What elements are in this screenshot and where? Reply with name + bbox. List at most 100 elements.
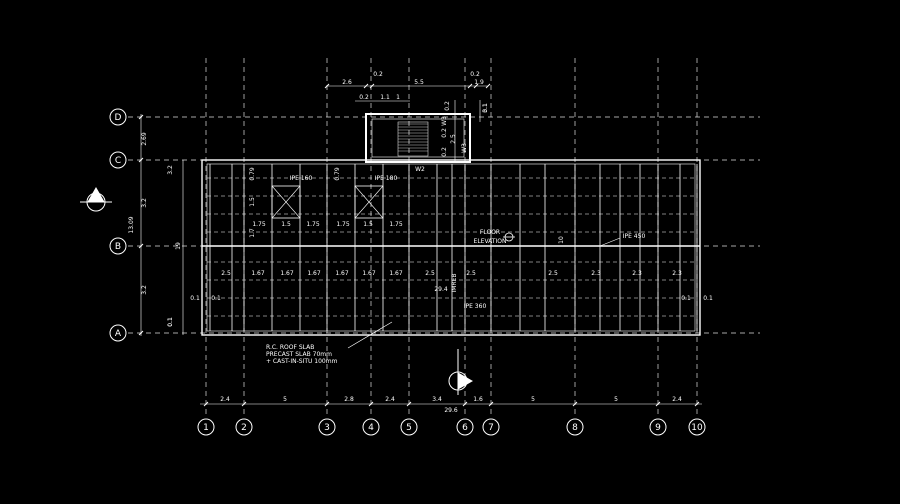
dim-top-6: 0.2 [359,94,369,101]
column-bubble-1: 1 [197,418,215,436]
rib-low-1: 2.5 [221,270,231,277]
dim-left-total: 13.09 [128,216,135,233]
slab-note-line-3: + CAST-IN-SITU 100mm [266,358,338,365]
dim-bottom-3: 2.8 [344,396,354,403]
rib-up-3: 1.75 [306,221,320,228]
edge-marks: 0.1 0.1 0.1 0.1 0.1 10 3.1 [167,103,713,327]
row-bubble-b: B [109,237,127,255]
dim-tick-bottom-9 [694,401,700,407]
column-bubble-8: 8 [566,418,584,436]
dim-top-8: 1 [396,94,400,101]
dim-tick-bottom-6 [488,401,494,407]
dim-top-7: 1.1 [380,94,390,101]
svg-text:9: 9 [655,423,661,433]
rib-low-9: 2.5 [466,270,476,277]
svg-text:4: 4 [368,423,374,433]
edge-right-2: 0.1 [703,295,713,302]
top-dimension-texts: 2.6 0.2 5.5 0.2 1.9 0.2 1.1 1 0.2 0.1 [342,71,489,113]
dim-top-10: 0.1 [482,103,489,113]
svg-text:B: B [115,242,121,252]
column-bubble-6: 6 [456,418,474,436]
dim-bottom-8: 5 [614,396,618,403]
slab-note-line-2: PRECAST SLAB 70mm [266,351,332,358]
rib-low-13: 2.3 [672,270,682,277]
dim-tick-top-2 [369,83,375,89]
dim-tick-bottom-1 [241,401,247,407]
svg-text:8: 8 [572,423,578,433]
dim-top-3: 5.5 [414,79,424,86]
rib-vert-2: 1.5 [249,197,256,207]
lower-rib-dimensions: 2.5 1.67 1.67 1.67 1.67 1.67 1.67 2.5 2.… [221,270,682,277]
column-bubble-4: 4 [362,418,380,436]
dim-tick-top-0 [324,83,330,89]
svg-text:A: A [115,329,122,339]
rib-low-2: 1.67 [251,270,265,277]
label-ipe-360: IPE 360 [464,303,487,310]
edge-right-1: 0.1 [681,295,691,302]
svg-text:C: C [115,156,121,166]
dim-bottom-1: 2.4 [220,396,230,403]
dim-left-2: 3.2 [141,198,148,208]
label-elevation: ELEVATION [474,238,507,245]
label-dims-mid: 29.4 [434,286,448,293]
dim-tick-left-3 [138,330,144,336]
stair-w2: W2 [415,166,425,173]
opening-cross-b-0 [271,185,301,219]
grid-lines [128,58,760,418]
stair-dim-a: 0.2 [441,128,448,138]
dim-bottom-5: 3.4 [432,396,442,403]
col-mark-2: 10 [558,236,565,244]
label-floor: FLOOR [480,229,500,236]
dim-left-inner: 19 [175,242,182,250]
opening-cross-b-1 [354,185,384,219]
dim-left-4: 0.1 [167,317,174,327]
rib-vert-4: 0.79 [334,167,341,181]
col-mark-3: 3.1 [482,103,489,113]
dim-left-1: 2.69 [141,132,148,146]
slab-note: R.C. ROOF SLAB PRECAST SLAB 70mm + CAST-… [266,344,338,365]
dim-tick-bottom-8 [655,401,661,407]
stair-flight [397,121,429,157]
member-labels: IPE 160 IPE 180 IPE 450 IPE 360 FLOOR EL… [290,175,646,310]
rib-vert-3: 1.7 [249,228,256,238]
section-symbol-bottom [448,349,474,395]
dim-tick-bottom-0 [203,401,209,407]
slab-structure [201,113,701,336]
dim-tick-left-2 [138,243,144,249]
svg-text:3: 3 [324,423,330,433]
col-mark-1: 0.1 [167,317,174,327]
dim-tick-left-1 [138,157,144,163]
stair-inner [371,118,465,158]
dim-bottom-6: 1.6 [473,396,483,403]
left-dimension-texts: 2.69 3.2 3.2 0.1 13.09 19 3.2 [128,132,182,327]
rib-up-1: 1.75 [252,221,266,228]
rib-low-8: 2.5 [425,270,435,277]
rib-low-3: 1.67 [280,270,294,277]
dim-tick-bottom-4 [406,401,412,407]
dim-bottom-total: 29.6 [444,407,458,414]
rib-up-5: 1.5 [363,221,373,228]
stair-block [365,113,471,163]
column-grid-bubbles: 1 2 3 4 5 6 7 8 9 10 [197,418,706,436]
dim-tick-bottom-3 [368,401,374,407]
dim-top-4: 0.2 [470,71,480,78]
column-bubble-3: 3 [318,418,336,436]
dim-tick-top-3 [467,83,473,89]
svg-text:10: 10 [691,423,703,433]
elevation-marker [503,232,515,242]
rib-low-6: 1.67 [362,270,376,277]
dim-left-3: 3.2 [141,285,148,295]
opening-1 [354,185,384,219]
row-bubble-a: A [109,324,127,342]
slab-note-leader [347,321,393,349]
column-bubble-10: 10 [688,418,706,436]
dim-tick-left-0 [138,114,144,120]
dim-top-5: 1.9 [474,79,484,86]
ipe-450-leader [599,237,621,247]
svg-text:D: D [115,113,122,123]
rib-low-10: 2.5 [548,270,558,277]
stair-dimension-texts: W3 0.2 2.5 0.2 W3 W2 [415,116,468,173]
svg-text:2: 2 [241,423,247,433]
stair-w3-top: W3 [441,116,448,126]
